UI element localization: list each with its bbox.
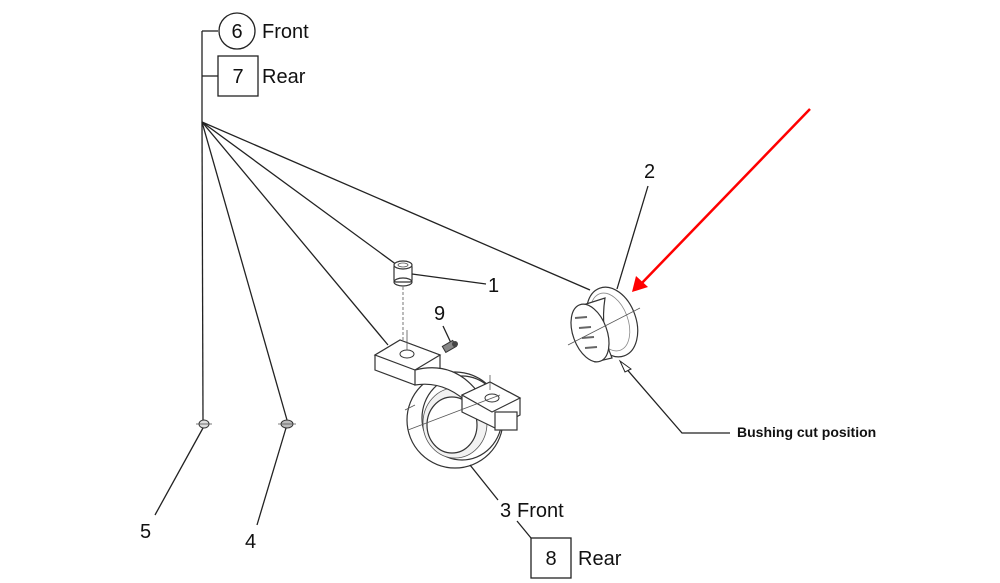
callout-label-7: Rear	[262, 66, 306, 88]
callout-6-front: 6 Front	[202, 12, 309, 50]
red-arrow-icon	[632, 108, 811, 292]
callout-number-9: 9	[434, 303, 445, 325]
bushing-cut-label: Bushing cut position	[737, 424, 876, 440]
callout-label-6: Front	[262, 21, 309, 43]
callout-box-7	[217, 55, 259, 97]
callout-number-3: 3	[500, 500, 511, 522]
callout-circle-6	[218, 12, 256, 50]
part-3-rod-cap: 3 Front	[373, 330, 564, 522]
callout-7-rear: 7 Rear	[202, 55, 306, 97]
callout-number-5: 5	[140, 521, 151, 543]
callout-number-4: 4	[245, 531, 256, 553]
callout-box-8	[530, 537, 572, 579]
part-2-flanged-bushing: 2	[567, 161, 655, 363]
callout-label-3: Front	[517, 500, 564, 522]
callout-number-2: 2	[644, 161, 655, 183]
callout-8-rear: 8 Rear	[516, 520, 622, 579]
callout-number-7: 7	[232, 66, 243, 88]
callout-number-8: 8	[545, 548, 556, 570]
callout-label-8: Rear	[578, 548, 622, 570]
callout-number-1: 1	[488, 275, 499, 297]
part-4-nut: 4	[245, 419, 296, 553]
callout-number-6: 6	[231, 21, 242, 43]
part-9-bolt: 9	[434, 303, 458, 354]
bushing-cut-annotation: Bushing cut position	[618, 359, 876, 440]
part-1-sleeve: 1	[393, 260, 499, 345]
part-5-nut: 5	[140, 419, 212, 543]
leader-lines-fan	[201, 31, 591, 421]
